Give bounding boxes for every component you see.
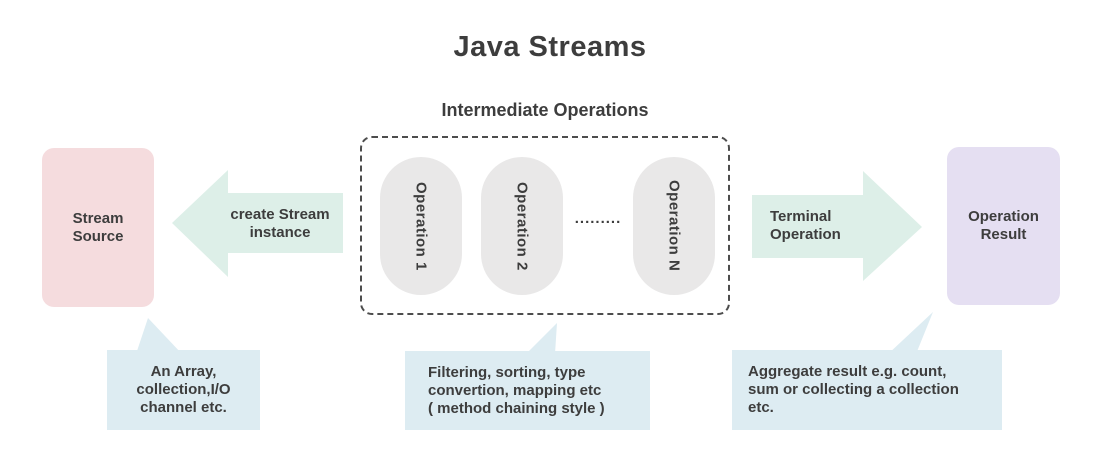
result-callout: Aggregate result e.g. count, sum or coll…: [732, 350, 1002, 430]
operation-result-label: Operation Result: [968, 208, 1039, 243]
stream-source-box: Stream Source: [42, 148, 154, 307]
callout-tails: [136, 312, 933, 354]
intermediate-operations-label: Intermediate Operations: [441, 100, 649, 120]
operation-result-box: Operation Result: [947, 147, 1060, 305]
operation-n-label: Operation N: [665, 180, 683, 272]
terminal-operation-label: Terminal Operation: [770, 208, 841, 243]
page-title: Java Streams: [453, 31, 647, 63]
operation-1-label: Operation 1: [412, 181, 430, 271]
operation-2-label: Operation 2: [513, 181, 531, 271]
stream-source-label: Stream Source: [72, 209, 124, 245]
intermediate-callout: Filtering, sorting, type convertion, map…: [405, 351, 650, 430]
create-stream-instance-label: create Stream instance: [230, 206, 330, 241]
operation-1-pill: Operation 1: [380, 157, 462, 295]
ellipsis-dots: .........: [574, 210, 622, 227]
source-callout: An Array, collection,I/O channel etc.: [107, 350, 260, 430]
intermediate-operations-box: Operation 1 Operation 2 ......... Operat…: [360, 136, 730, 315]
operation-n-pill: Operation N: [633, 157, 715, 295]
right-arrow-icon: [752, 171, 922, 281]
left-arrow-icon: [172, 170, 343, 277]
operation-2-pill: Operation 2: [481, 157, 563, 295]
